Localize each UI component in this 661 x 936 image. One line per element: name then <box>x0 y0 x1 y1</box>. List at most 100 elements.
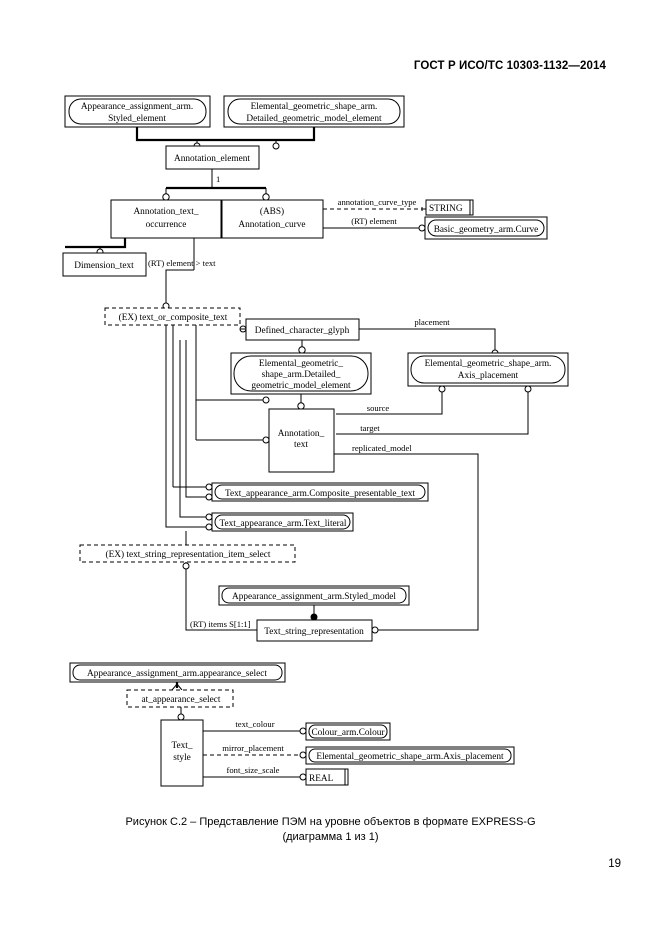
port-circle-real <box>299 773 307 781</box>
edge-target <box>336 392 529 435</box>
edge-source <box>336 392 443 415</box>
node-annotation-text <box>268 408 335 473</box>
node-axis-placement-bottom-round <box>308 748 512 763</box>
node-text-or-composite-text-label: (EX) text_or_composite_text <box>119 312 228 323</box>
node-detailed-geom-mid-line3: geometric_model_element <box>251 381 351 391</box>
node-detailed-geom-top-line2: Detailed_geometric_model_element <box>246 114 382 124</box>
node-composite-presentable-text-label: Text_appearance_arm.Composite_presentabl… <box>225 489 416 499</box>
node-axis-placement-mid-frame <box>407 352 569 387</box>
edge-label-target: target <box>360 423 380 433</box>
port-circle-text-string-representation <box>182 562 190 570</box>
edge-label-text-colour: text_colour <box>235 719 274 729</box>
edge-text-string-rep-to-replicated <box>378 512 479 631</box>
node-text-style <box>160 719 204 787</box>
port-circle-source <box>438 385 446 393</box>
node-annotation-curve <box>221 199 324 239</box>
node-annotation-text-occurrence-line2: occurrence <box>146 220 187 230</box>
edge-label-branch-one: 1 <box>216 174 220 184</box>
edge-label-source: source <box>367 403 390 413</box>
edge-replicated-model <box>334 453 479 512</box>
node-text-literal-label: Text_appearance_arm.Text_literal <box>220 519 347 529</box>
node-dimension-text <box>62 252 147 277</box>
node-text-style-line2: style <box>173 753 191 763</box>
node-text-string-rep-item-select-label: (EX) text_string_representation_item_sel… <box>106 549 271 560</box>
edge-label-rt-items: (RT) items S[1:1] <box>190 619 251 629</box>
page-number: 19 <box>608 858 621 870</box>
port-circle-annotation-text-left1 <box>262 396 270 404</box>
node-detailed-geom-mid-line2: shape_arm.Detailed_ <box>262 370 341 380</box>
node-styled-element-frame <box>64 95 211 128</box>
node-dimension-text-label: Dimension_text <box>74 261 134 271</box>
node-text-literal-frame <box>211 512 354 532</box>
node-detailed-geom-top-round <box>227 98 401 125</box>
port-circle-text-string-rep-right <box>371 626 379 634</box>
node-string <box>425 199 474 216</box>
node-annotation-text-line2: text <box>294 440 308 450</box>
node-text-string-rep-item-select <box>79 544 296 563</box>
port-circle-text-literal-1 <box>205 513 213 521</box>
port-circle-detailed-geom-mid <box>298 346 306 354</box>
edge-label-placement: placement <box>414 317 450 327</box>
node-annotation-curve-line1: (ABS) <box>260 206 284 217</box>
port-circle-axis-placement-bottom <box>299 751 307 759</box>
node-styled-element-line1: Appearance_assignment_arm. <box>81 102 193 112</box>
port-circle-composite-text-1 <box>205 483 213 491</box>
node-basic-geometry-curve-frame <box>424 216 548 240</box>
port-circle-text-literal-2 <box>205 523 213 531</box>
node-annotation-text-occurrence-line1: Annotation_text_ <box>133 207 198 217</box>
node-colour-arm-label: Colour_arm.Colour <box>311 728 385 738</box>
node-composite-presentable-text-round <box>214 484 426 500</box>
edge-left-rail-2 <box>185 340 206 498</box>
node-colour-arm-frame <box>305 722 391 741</box>
port-circle-text-style <box>177 713 185 721</box>
port-circle-detailed-geom <box>272 142 280 150</box>
port-circle-basic-geometry-curve <box>418 224 426 232</box>
node-annotation-element-label: Annotation_element <box>174 154 250 164</box>
edge-label-mirror-placement: mirror_placement <box>222 743 284 753</box>
edge-appearance-select-arrow <box>171 683 183 691</box>
node-detailed-geom-top-frame <box>223 95 405 128</box>
node-styled-model-label: Appearance_assignment_arm.Styled_model <box>232 592 396 602</box>
node-axis-placement-mid-round <box>410 355 566 384</box>
edge-left-rail-3 <box>179 340 206 518</box>
edge-label-rt-element-text: (RT) element > text <box>148 258 216 268</box>
edge-to-dimension-text <box>65 238 127 249</box>
node-styled-element-line2: Styled_element <box>108 114 166 124</box>
port-circle-annotation-curve <box>262 193 270 201</box>
edge-label-font-size-scale: font_size_scale <box>227 765 280 775</box>
edge-left-rail-4 <box>165 325 206 528</box>
page-header-standard: ГОСТ Р ИСО/ТС 10303-1132—2014 <box>413 60 606 72</box>
port-circle-colour-arm <box>299 727 307 735</box>
node-composite-presentable-text-frame <box>211 482 429 502</box>
node-real-label: REAL <box>309 774 334 784</box>
edge-styled-element-to-annotation-element <box>135 127 236 142</box>
port-circle-target <box>524 385 532 393</box>
node-annotation-curve-line2: Annotation_curve <box>238 220 305 230</box>
node-text-style-line1: Text_ <box>171 741 192 751</box>
node-defined-character-glyph-label: Defined_character_glyph <box>255 325 350 336</box>
edge-placement <box>359 328 496 350</box>
node-string-label: STRING <box>429 204 463 214</box>
node-annotation-text-occurrence <box>110 199 222 239</box>
figure-caption: Рисунок С.2 – Представление ПЭМ на уровн… <box>0 815 661 845</box>
edge-rt-element-text-v2 <box>165 269 194 305</box>
node-axis-placement-bottom-frame <box>305 746 515 765</box>
node-annotation-text-line1: Annotation_ <box>278 429 325 439</box>
node-text-string-representation-label: Text_string_representation <box>264 627 364 637</box>
edge-detailed-geom-to-annotation-element <box>236 127 316 142</box>
edge-label-annotation-curve-type: annotation_curve_type <box>338 197 417 207</box>
node-appearance-select-round <box>72 664 283 681</box>
port-circle-annotation-text-left2 <box>262 436 270 444</box>
node-text-literal-round <box>214 514 351 530</box>
port-circle-annotation-text-occurrence <box>162 193 170 201</box>
node-detailed-geom-top-line1: Elemental_geometric_shape_arm. <box>251 102 378 112</box>
node-at-appearance-select-label: at_appearance_select <box>142 695 221 705</box>
figure-caption-line2: (диаграмма 1 из 1) <box>282 831 379 843</box>
node-detailed-geom-mid-round <box>233 355 369 392</box>
node-at-appearance-select <box>126 689 234 708</box>
node-styled-element-round <box>68 98 207 125</box>
node-colour-arm-round <box>308 724 388 739</box>
edge-rt-items <box>185 569 257 631</box>
node-axis-placement-mid-line1: Elemental_geometric_shape_arm. <box>425 359 552 369</box>
